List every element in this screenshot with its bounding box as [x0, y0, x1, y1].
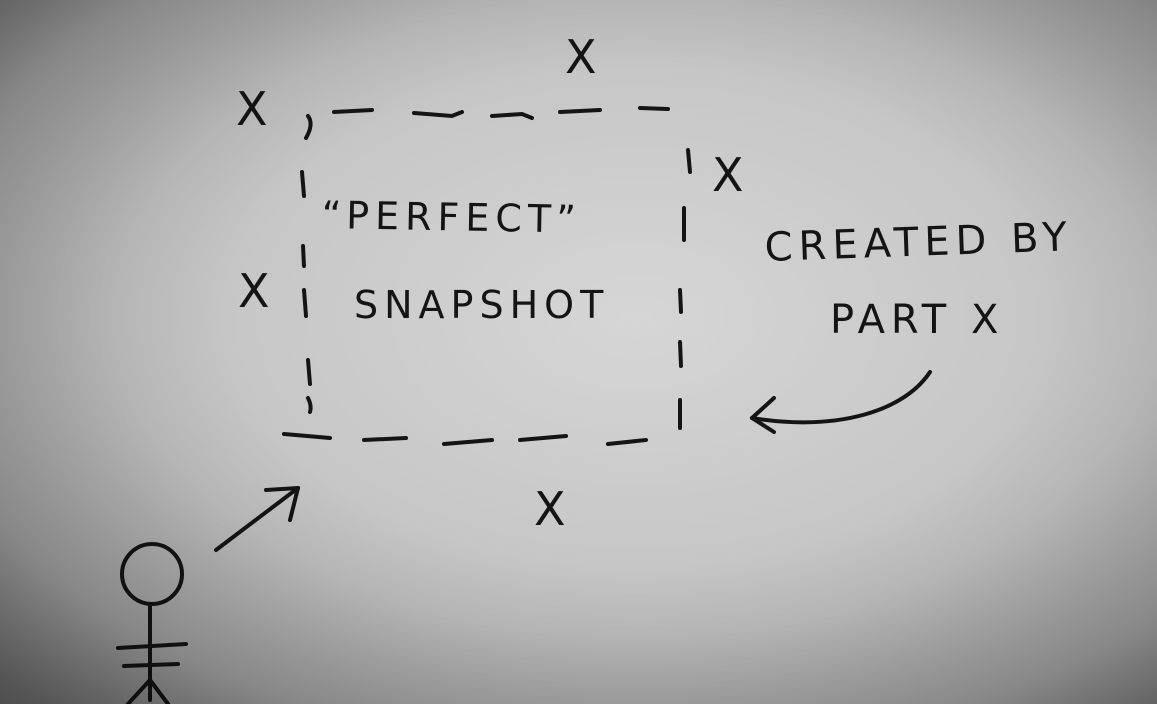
- annotation-part-x: PART X: [830, 297, 1005, 343]
- box-label-perfect: “PERFECT”: [321, 193, 583, 242]
- annotation-created-by: CREATED BY: [763, 214, 1074, 271]
- annotation-arrow: [750, 370, 932, 434]
- x-mark-top-right: X: [712, 148, 744, 202]
- snapshot-box: [282, 106, 692, 446]
- box-bottom-dashes: [282, 432, 648, 446]
- box-right-dashes: [678, 148, 692, 430]
- box-left-dashes: [300, 170, 313, 414]
- box-top-dashes: [304, 106, 670, 140]
- box-label-snapshot: SNAPSHOT: [354, 283, 610, 327]
- x-mark-top-left: X: [236, 82, 268, 136]
- viewer-arrow: [214, 486, 300, 552]
- x-mark-bottom: X: [534, 482, 566, 536]
- x-mark-left: X: [238, 264, 270, 318]
- x-mark-top: X: [565, 30, 597, 84]
- stick-figure-icon: [116, 542, 188, 704]
